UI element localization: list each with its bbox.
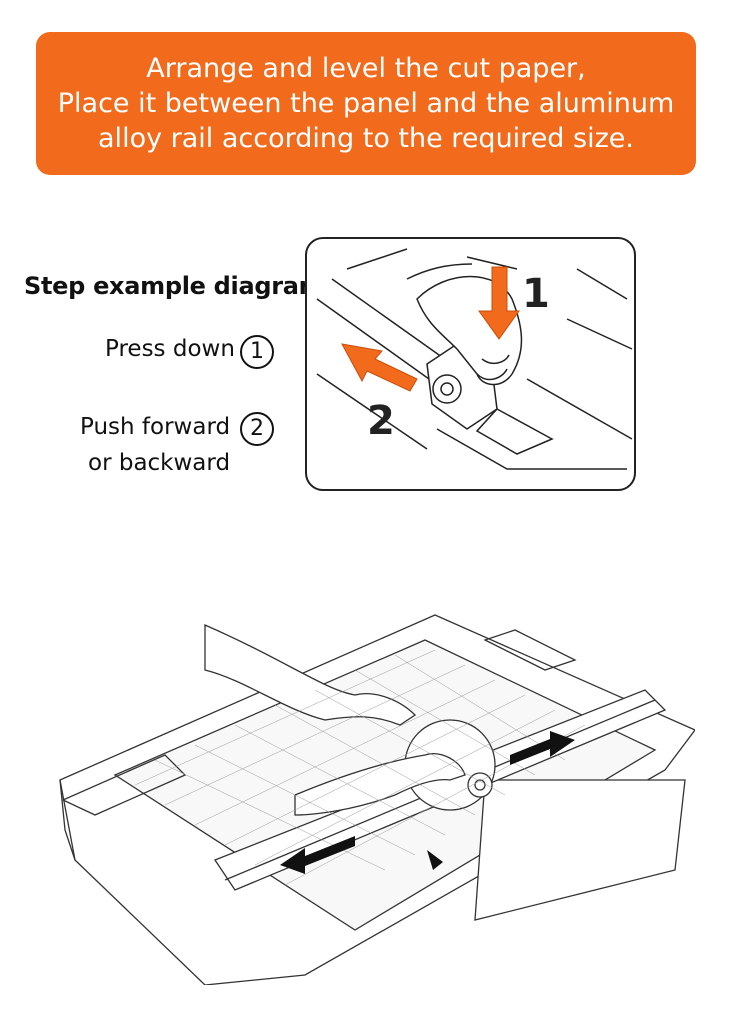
inset-label-2: 2 [367, 398, 395, 444]
step1-label: Press down [105, 336, 235, 362]
cutter-illustration [59, 614, 695, 985]
banner-line-2: Place it between the panel and the alumi… [57, 88, 675, 119]
step2-number: 2 [240, 412, 274, 446]
step-title: Step example diagram [24, 272, 324, 300]
inset-label-1: 1 [522, 271, 550, 317]
cutter-closeup-illustration: 1 2 [316, 248, 633, 470]
arrow-right-icon [510, 731, 575, 765]
push-arrow-icon [341, 343, 418, 392]
step1-number: 1 [240, 335, 274, 369]
instruction-banner: Arrange and level the cut paper, Place i… [36, 32, 696, 175]
step-diagram-inset: 1 2 [305, 237, 636, 491]
press-arrow-icon [478, 266, 520, 340]
arrow-left-icon [280, 836, 355, 874]
step2-label-line2: or backward [88, 450, 231, 476]
banner-line-1: Arrange and level the cut paper, [146, 53, 586, 84]
banner-line-3: alloy rail according to the required siz… [98, 123, 634, 154]
step2-label-line1: Push forward [80, 414, 231, 440]
